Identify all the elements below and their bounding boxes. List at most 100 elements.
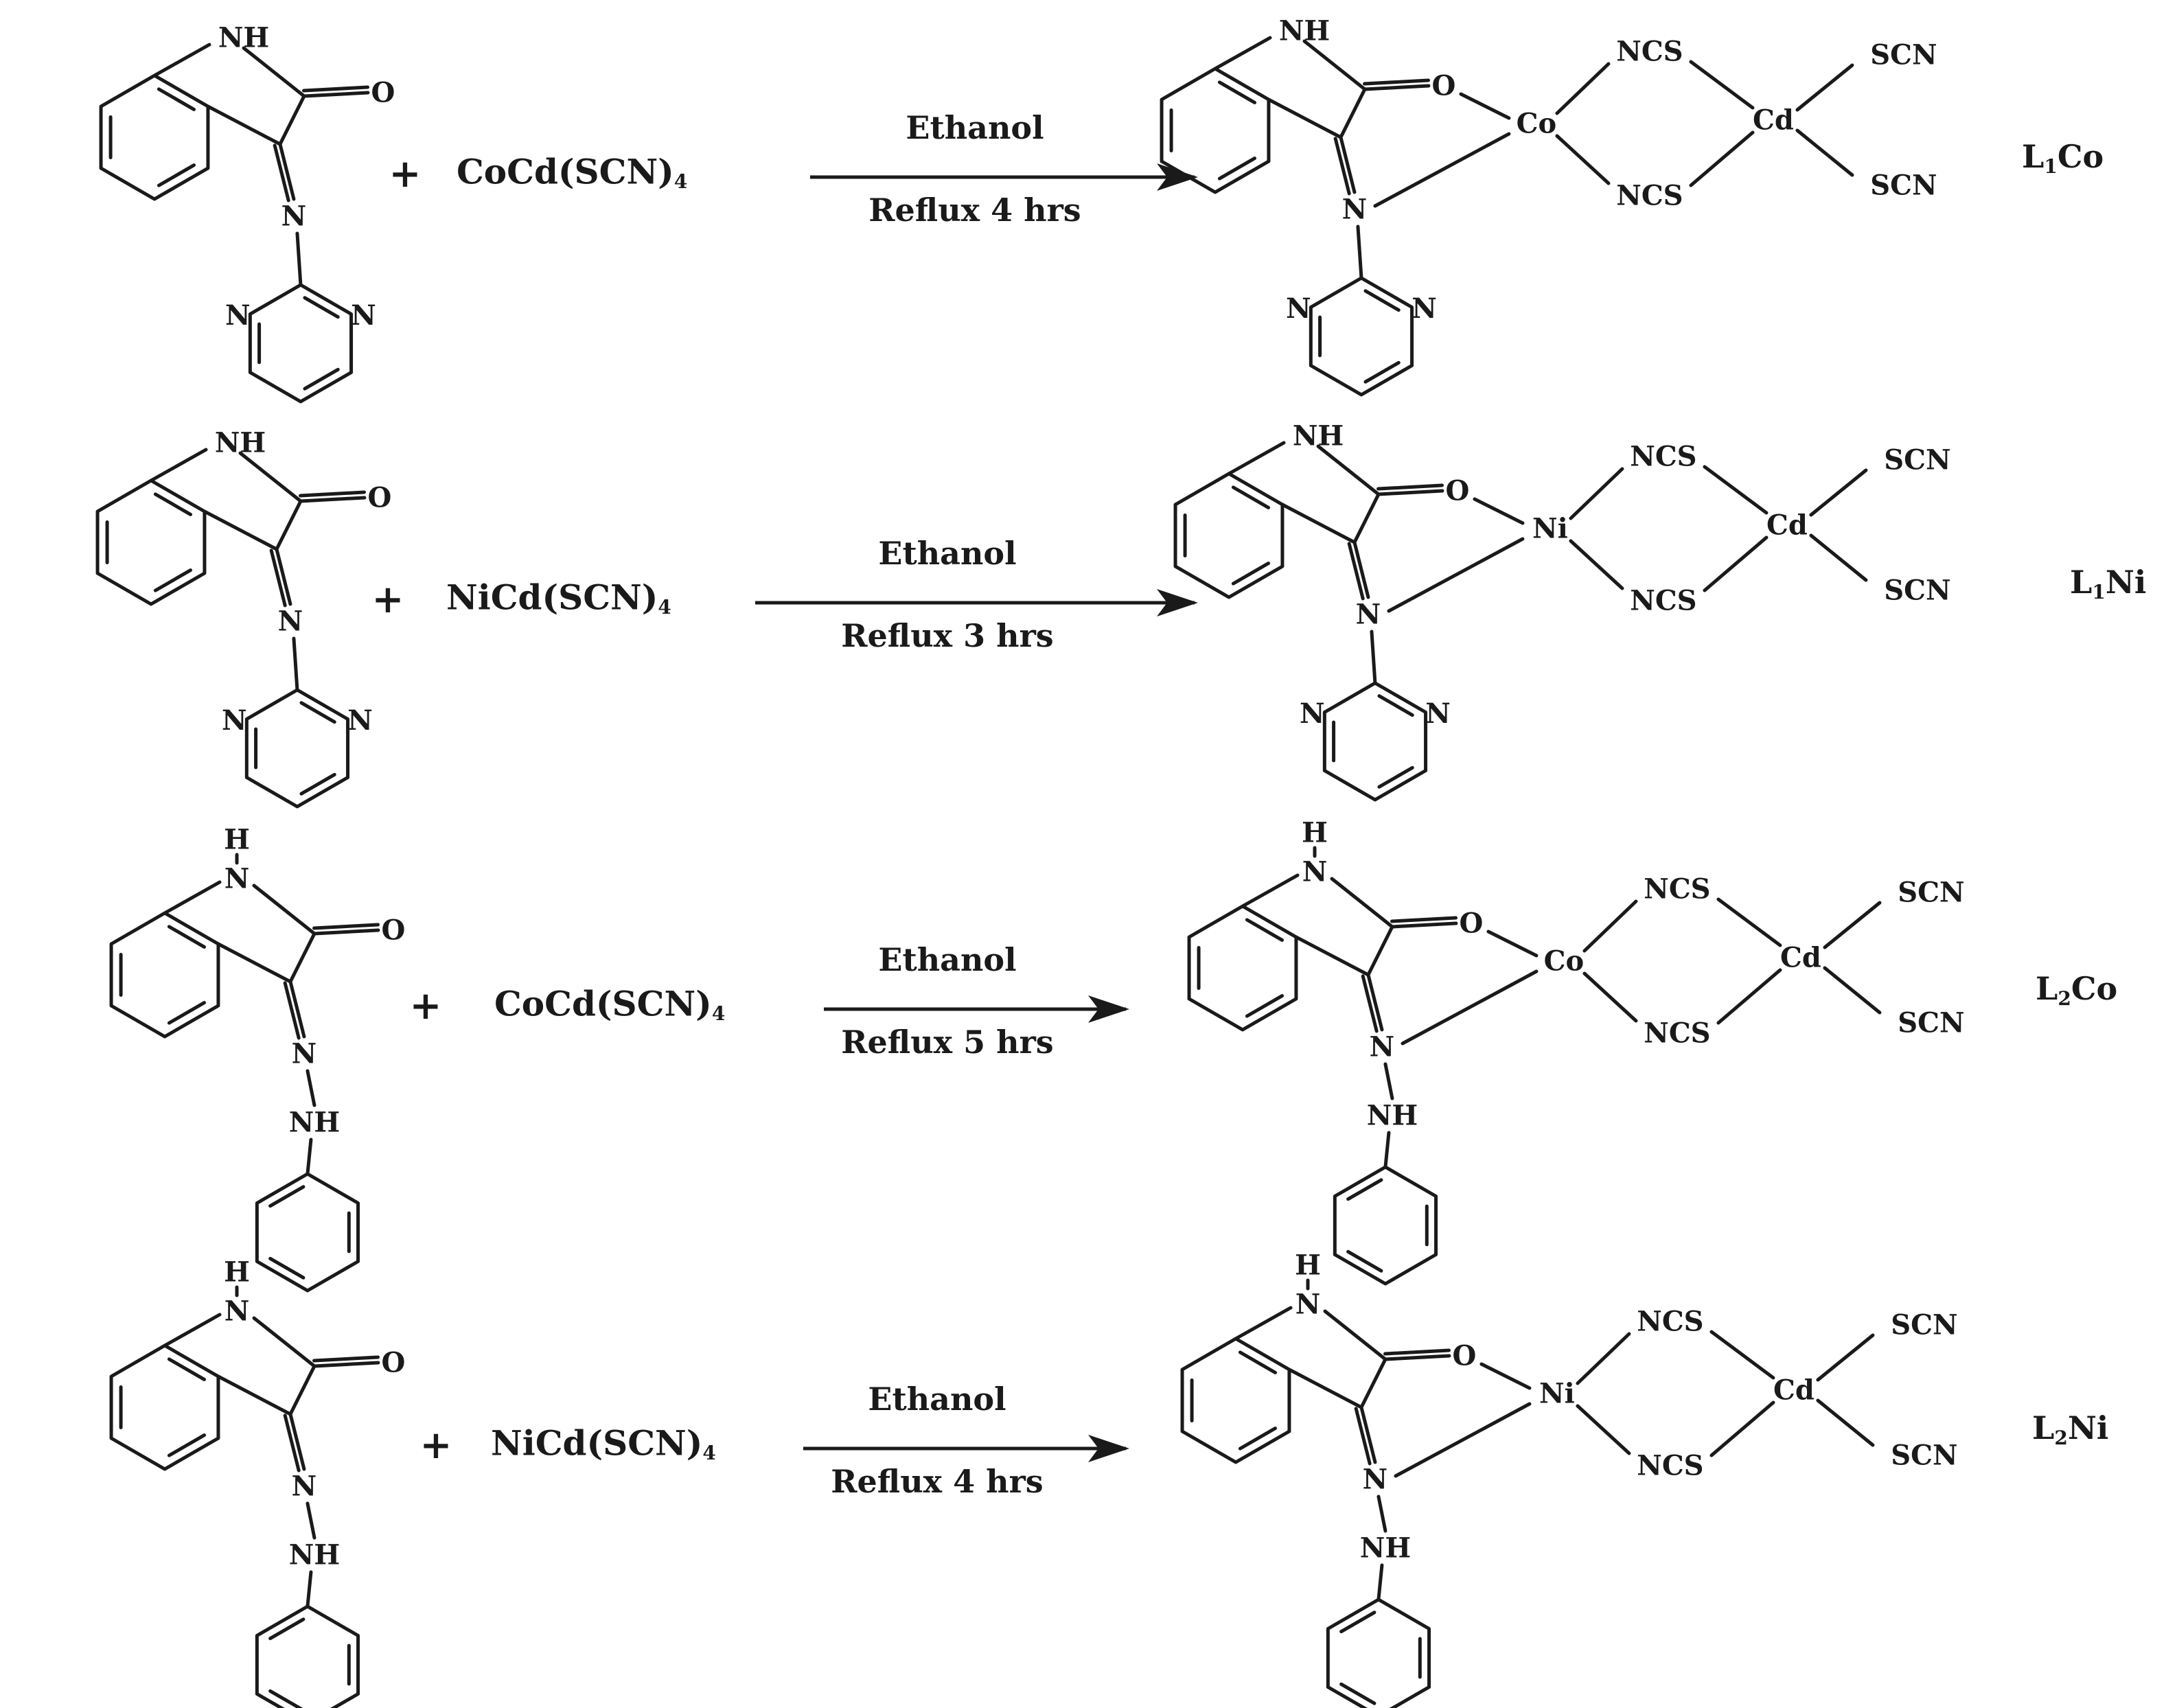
plus-sign: +	[389, 151, 422, 196]
product-3-nitrogen: N	[1302, 856, 1328, 888]
product-3-hydrogen: H	[1302, 817, 1328, 849]
bond	[252, 1316, 316, 1368]
product-4-imine-nitrogen: N	[1363, 1464, 1388, 1496]
bond	[1569, 539, 1624, 590]
product-2-ring-nitrogen: N	[1300, 697, 1325, 730]
coordination-bond	[1459, 92, 1511, 120]
product-3-phenyl-ring-outline	[1333, 1165, 1438, 1286]
carbonyl-bond	[312, 923, 380, 930]
coordination-bond	[1394, 1402, 1532, 1478]
imine-bond	[283, 981, 301, 1040]
reactant-3-oxygen: O	[382, 914, 406, 947]
ring-double-bond	[1363, 289, 1401, 312]
reflux-condition: Reflux 5 hrs	[841, 1024, 1053, 1061]
metal-salt-reagent: CoCd(SCN)4	[457, 152, 687, 193]
bond	[292, 636, 299, 692]
coordination-bond	[1373, 132, 1511, 208]
bond	[1383, 1062, 1394, 1100]
ring-double-bond	[167, 1001, 207, 1025]
bond	[163, 1313, 222, 1348]
bond	[1689, 60, 1755, 110]
reactant-1-imine-nitrogen: N	[281, 200, 307, 233]
bond	[1213, 36, 1272, 71]
carbonyl-bond	[312, 1355, 380, 1363]
bond	[1316, 444, 1381, 496]
ring-double-bond	[1339, 1611, 1377, 1634]
bond	[1330, 877, 1394, 929]
ring-double-bond	[268, 1617, 306, 1641]
ring-double-bond	[1377, 765, 1414, 789]
reflux-condition: Reflux 4 hrs	[868, 192, 1081, 229]
reactant-1-ring-nitrogen: N	[351, 299, 376, 332]
ring-double-bond	[1346, 1178, 1383, 1201]
carbonyl-bond	[1377, 489, 1444, 496]
coordination-bond	[1473, 497, 1525, 525]
product-4-oxygen: O	[1453, 1340, 1477, 1372]
bond	[306, 1138, 313, 1176]
reactant-2-pyrimidine-ring-outline	[244, 688, 350, 809]
bond	[288, 932, 316, 984]
product-2-ring-nitrogen: N	[1425, 697, 1451, 730]
bond	[1795, 63, 1854, 112]
bond	[306, 1501, 316, 1540]
plus-sign: +	[410, 983, 442, 1028]
product-2-bridging-ncs: NCS	[1630, 585, 1696, 617]
product-1-pyrimidine-ring-outline	[1309, 276, 1414, 397]
solvent-label: Ethanol	[878, 535, 1016, 572]
product-2-terminal-scn: SCN	[1884, 444, 1950, 476]
reactant-2-ring-nitrogen: N	[347, 704, 373, 737]
product-1-pyrimidine-ring	[1309, 276, 1414, 397]
ring-double-bond	[268, 1256, 306, 1280]
bond	[1227, 441, 1286, 476]
reactant-2-pyrimidine-ring	[244, 688, 350, 809]
reactant-2-oxygen: O	[368, 482, 392, 514]
bond	[252, 884, 316, 936]
bond	[275, 499, 303, 551]
bond	[306, 1570, 313, 1608]
ring-double-bond	[1363, 360, 1401, 384]
bond	[1716, 897, 1782, 947]
bond	[1323, 1309, 1387, 1361]
product-4-metal-center: Ni	[1539, 1378, 1575, 1410]
reactant-4-hydrazone-nh: NH	[289, 1539, 340, 1571]
ring-double-bond	[1217, 157, 1257, 181]
compound-label: L1Co	[2022, 138, 2104, 178]
carbonyl-bond	[1363, 78, 1431, 86]
ring-double-bond	[1231, 485, 1271, 509]
bond	[1795, 128, 1854, 177]
ring-double-bond	[1238, 1427, 1278, 1451]
metal-salt-reagent: NiCd(SCN)4	[446, 577, 671, 619]
carbonyl-bond	[299, 490, 367, 498]
bond	[216, 942, 292, 984]
ring-double-bond	[1231, 562, 1271, 586]
carbonyl-bond	[1363, 84, 1431, 91]
carbonyl-bond	[1383, 1354, 1451, 1361]
product-3-metal-center: Co	[1544, 945, 1585, 978]
product-2-pyrimidine-ring	[1322, 681, 1428, 802]
ring-double-bond	[157, 163, 196, 187]
product-4-bridging-ncs: NCS	[1637, 1306, 1703, 1338]
bond	[288, 1364, 316, 1416]
reactant-1-pyrimidine-ring	[248, 283, 354, 404]
coordination-bond	[1479, 1362, 1532, 1390]
imine-bond	[1366, 973, 1384, 1032]
carbonyl-bond	[1377, 483, 1444, 491]
ring-double-bond	[303, 296, 340, 319]
reactant-4-oxygen: O	[382, 1347, 406, 1379]
bond	[1582, 971, 1638, 1023]
reflux-condition: Reflux 4 hrs	[831, 1463, 1043, 1500]
ring-double-bond	[167, 1433, 207, 1457]
bond	[152, 43, 211, 78]
product-1-terminal-scn: SCN	[1870, 170, 1937, 202]
ring-double-bond	[268, 1689, 303, 1708]
imine-bond	[1333, 137, 1351, 196]
bond	[1356, 224, 1363, 280]
bond	[1809, 533, 1868, 582]
metal-salt-reagent: NiCd(SCN)4	[491, 1423, 716, 1464]
